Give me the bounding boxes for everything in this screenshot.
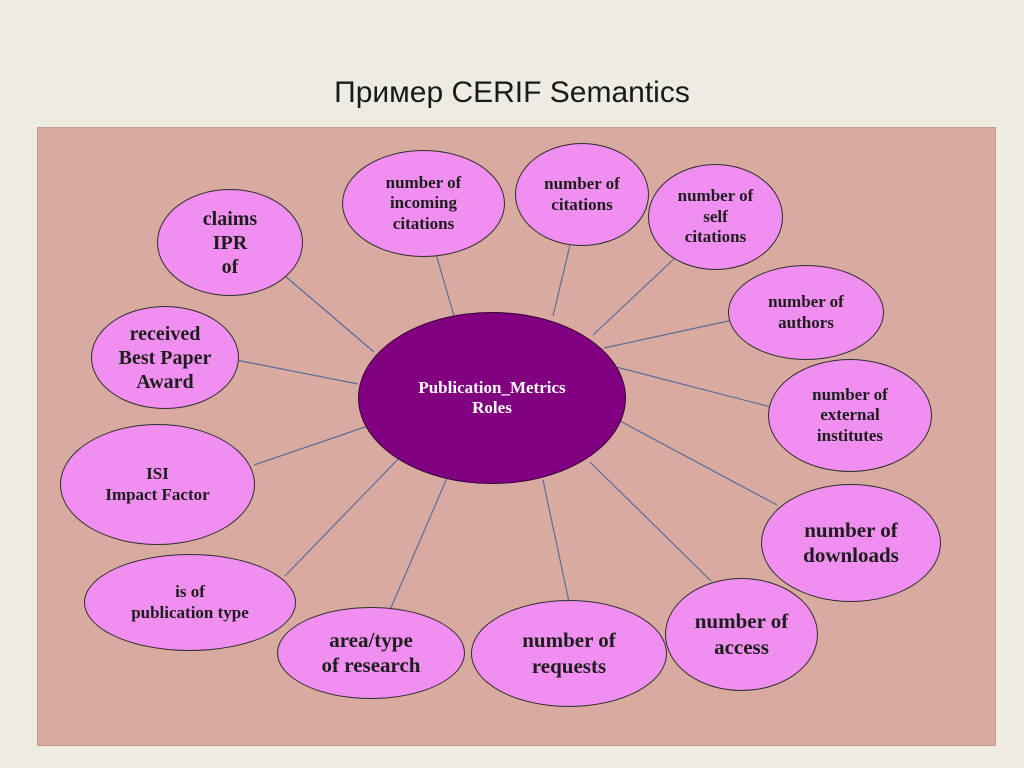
connector-incoming-citations [435,253,455,317]
node-area-type-research: area/type of research [277,607,465,699]
node-access: number of access [665,578,818,691]
connector-best-paper-award [235,359,359,385]
connector-publication-type [284,454,403,577]
connector-requests [542,479,570,603]
center-node-publication-metrics-roles: Publication_Metrics Roles [358,312,626,484]
connector-area-type-research [389,477,448,611]
connector-external-institutes [615,366,772,408]
connector-access [589,461,712,582]
node-citations: number of citations [515,143,649,246]
node-external-institutes: number of external institutes [768,359,932,472]
connector-impact-factor [253,425,369,466]
node-downloads: number of downloads [761,484,941,602]
connector-citations [552,244,571,317]
node-best-paper-award: received Best Paper Award [91,306,239,409]
node-requests: number of requests [471,600,667,707]
node-impact-factor: ISI Impact Factor [60,424,255,545]
slide-title: Пример CERIF Semantics [334,76,690,109]
node-claims-ipr: claims IPR of [157,189,303,296]
node-publication-type: is of publication type [84,554,296,651]
connector-claims-ipr [284,275,375,353]
node-incoming-citations: number of incoming citations [342,150,505,257]
node-self-citations: number of self citations [648,164,783,270]
connector-downloads [619,420,778,506]
connector-self-citations [592,256,677,336]
connector-authors [603,319,734,349]
node-authors: number of authors [728,265,884,360]
